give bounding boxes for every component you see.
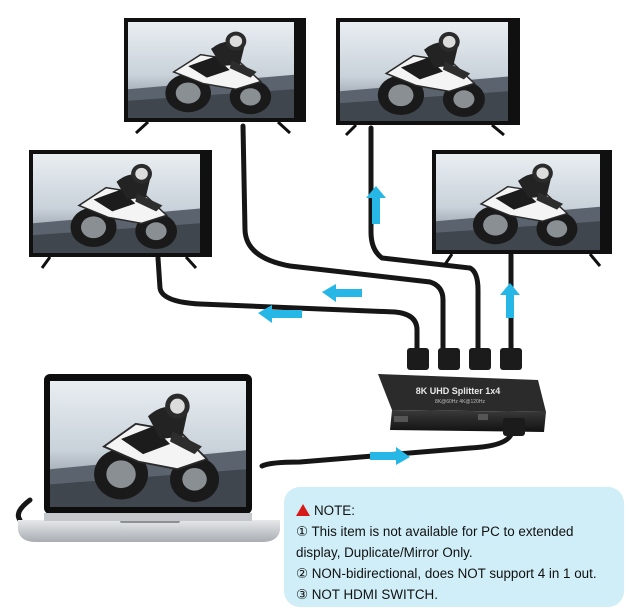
note-item: ③ NOT HDMI SWITCH. xyxy=(296,587,438,602)
arrow-icon xyxy=(500,283,520,318)
note-item: display, Duplicate/Mirror Only. xyxy=(296,545,473,560)
laptop xyxy=(18,374,280,542)
monitor-top-left xyxy=(124,18,306,135)
signal-arrows xyxy=(258,186,520,465)
hdmi-splitter-device: 8K UHD Splitter 1x4 8K@60Hz 4K@120Hz xyxy=(378,348,546,436)
note-title: NOTE: xyxy=(314,502,355,518)
splitter-model-label: 8K UHD Splitter 1x4 xyxy=(416,386,501,396)
note-item: ① This item is not available for PC to e… xyxy=(296,524,574,539)
hdmi-connectors xyxy=(407,348,525,436)
arrow-icon xyxy=(258,305,302,323)
note-item: ② NON-bidirectional, does NOT support 4 … xyxy=(296,566,597,581)
note-header: NOTE: xyxy=(296,499,614,521)
arrow-icon xyxy=(322,284,362,302)
warning-triangle-icon xyxy=(296,504,310,516)
splitter-spec-label: 8K@60Hz 4K@120Hz xyxy=(435,399,485,405)
arrow-icon xyxy=(366,186,386,224)
monitor-top-right xyxy=(336,18,520,137)
arrow-icon xyxy=(370,447,410,465)
monitor-middle-left xyxy=(29,150,212,270)
monitor-middle-right xyxy=(432,150,612,267)
note-box: NOTE: ① This item is not available for P… xyxy=(284,487,624,607)
hdmi-cables xyxy=(15,123,515,523)
